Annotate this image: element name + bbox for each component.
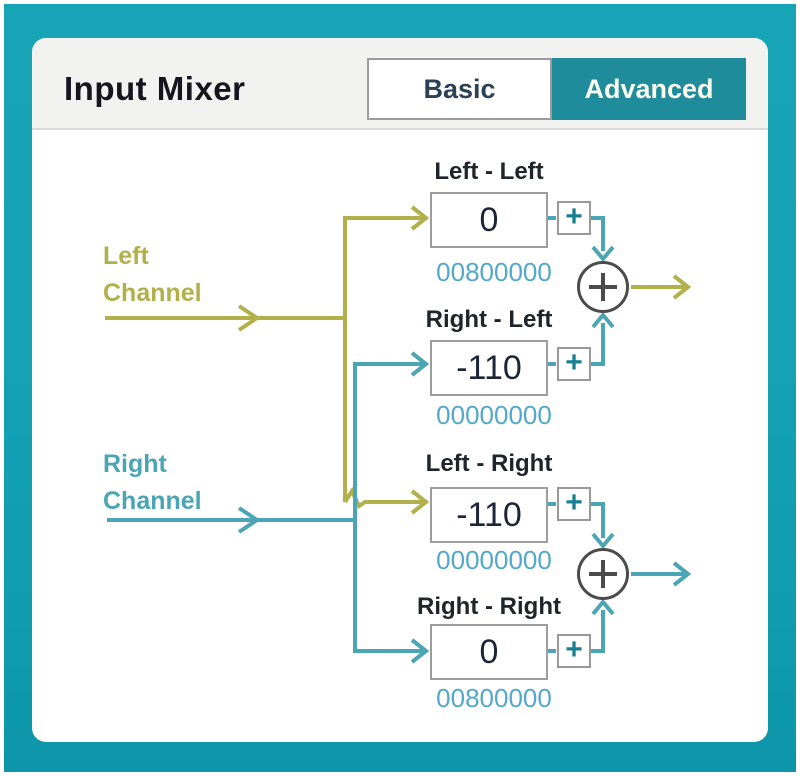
gain-value-left-right: -110 (456, 495, 522, 534)
gain-label-left-right: Left - Right (425, 450, 553, 477)
gain-label-right-left: Right - Left (425, 306, 553, 333)
gain-plus-button-left-left[interactable]: + (557, 201, 591, 235)
gain-label-left-left: Left - Left (434, 158, 544, 185)
gain-plus-button-right-right[interactable]: + (557, 634, 591, 668)
gain-value-right-right: 0 (479, 632, 499, 671)
page-title: Input Mixer (64, 70, 246, 107)
right-sum-junction (577, 548, 629, 600)
sum-plus-icon (589, 560, 617, 588)
gain-label-right-right: Right - Right (417, 593, 561, 620)
gain-value-box-right-left[interactable]: -110 (430, 340, 548, 396)
gain-value-box-left-right[interactable]: -110 (430, 487, 548, 543)
gain-plus-button-left-right[interactable]: + (557, 487, 591, 521)
input-mixer-panel: Input Mixer Basic Advanced (32, 38, 768, 742)
gain-register-left-left: 00800000 (436, 257, 552, 287)
left-sum-junction (577, 261, 629, 313)
sum-plus-icon (589, 273, 617, 301)
left-channel-label-line1: Left (103, 242, 149, 270)
gain-register-right-right: 00800000 (436, 683, 552, 713)
gain-register-left-right: 00000000 (436, 545, 552, 575)
mode-tabs: Basic Advanced (367, 58, 746, 120)
gain-value-right-left: -110 (456, 348, 522, 387)
right-channel-label-line1: Right (103, 450, 167, 478)
right-channel-label-line2: Channel (103, 487, 202, 515)
tab-basic[interactable]: Basic (367, 58, 552, 120)
left-channel-label: Left Channel (103, 238, 273, 312)
gain-value-left-left: 0 (479, 200, 499, 239)
right-channel-label: Right Channel (103, 446, 273, 520)
tab-advanced[interactable]: Advanced (552, 58, 746, 120)
gain-register-right-left: 00000000 (436, 400, 552, 430)
gain-value-box-right-right[interactable]: 0 (430, 624, 548, 680)
panel-header: Input Mixer Basic Advanced (32, 38, 768, 130)
gain-value-box-left-left[interactable]: 0 (430, 192, 548, 248)
gain-plus-button-right-left[interactable]: + (557, 347, 591, 381)
left-channel-label-line2: Channel (103, 279, 202, 307)
